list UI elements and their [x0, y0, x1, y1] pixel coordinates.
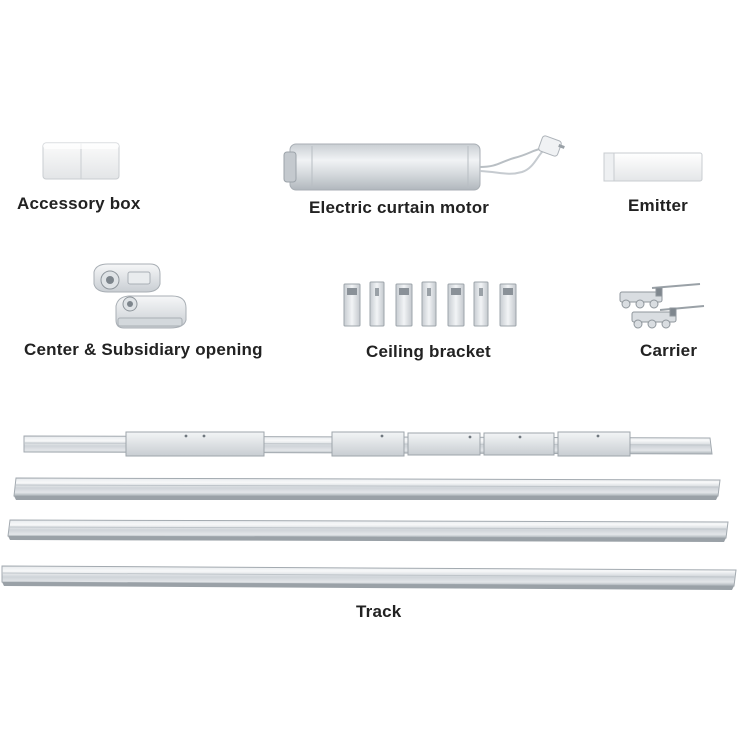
motor-icon: [282, 132, 574, 196]
emitter-icon: [602, 150, 704, 186]
track-rail-2: [13, 477, 721, 500]
ceiling-bracket-label: Ceiling bracket: [366, 342, 491, 361]
ceiling-bracket-icon: [342, 280, 522, 330]
accessory-box-icon: [42, 140, 122, 182]
track-icon: [0, 424, 750, 594]
track-rail-3: [7, 519, 729, 542]
emitter-label: Emitter: [628, 196, 688, 215]
center-opening-icon: [88, 262, 198, 336]
track-label: Track: [356, 602, 402, 621]
motor-label: Electric curtain motor: [309, 198, 490, 217]
carrier-icon: [612, 282, 708, 332]
carrier-label: Carrier: [640, 341, 698, 360]
accessory-box-label: Accessory box: [17, 194, 141, 213]
track-rail-1: [23, 431, 713, 457]
track-rail-4: [1, 565, 737, 590]
center-opening-label: Center & Subsidiary opening: [24, 340, 263, 359]
